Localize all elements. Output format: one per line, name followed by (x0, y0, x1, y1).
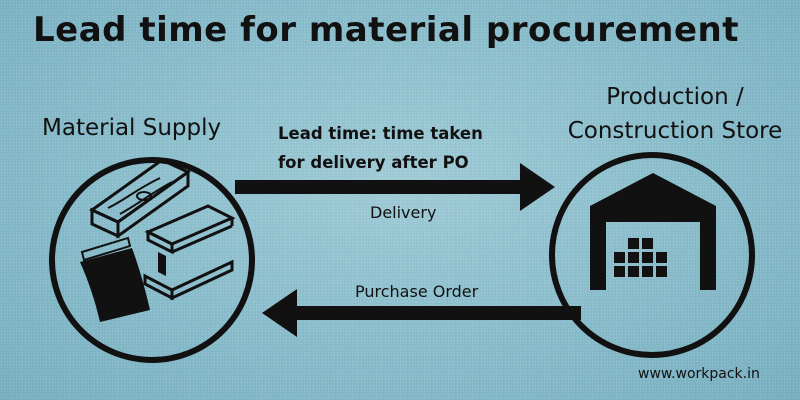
store-label-line1: Production / (606, 84, 744, 110)
lead-time-note-line1: Lead time: time taken (278, 124, 483, 143)
lead-time-note-line2: for delivery after PO (278, 153, 469, 172)
delivery-arrow (235, 163, 555, 211)
website-link[interactable]: www.workpack.in (638, 366, 760, 382)
store-circle (549, 152, 755, 358)
store-label: Production / Construction Store (555, 80, 795, 148)
delivery-label: Delivery (370, 203, 437, 222)
purchase-order-arrow (262, 289, 581, 337)
page-title: Lead time for material procurement (33, 10, 739, 50)
material-supply-node (49, 157, 255, 363)
store-node (549, 152, 755, 358)
material-supply-circle (49, 157, 255, 363)
construction-materials-icon (80, 158, 236, 322)
warehouse-icon (590, 173, 716, 290)
material-supply-label: Material Supply (42, 115, 222, 141)
store-label-line2: Construction Store (567, 118, 783, 144)
purchase-order-label: Purchase Order (355, 282, 479, 301)
lead-time-note: Lead time: time taken for delivery after… (278, 119, 528, 177)
